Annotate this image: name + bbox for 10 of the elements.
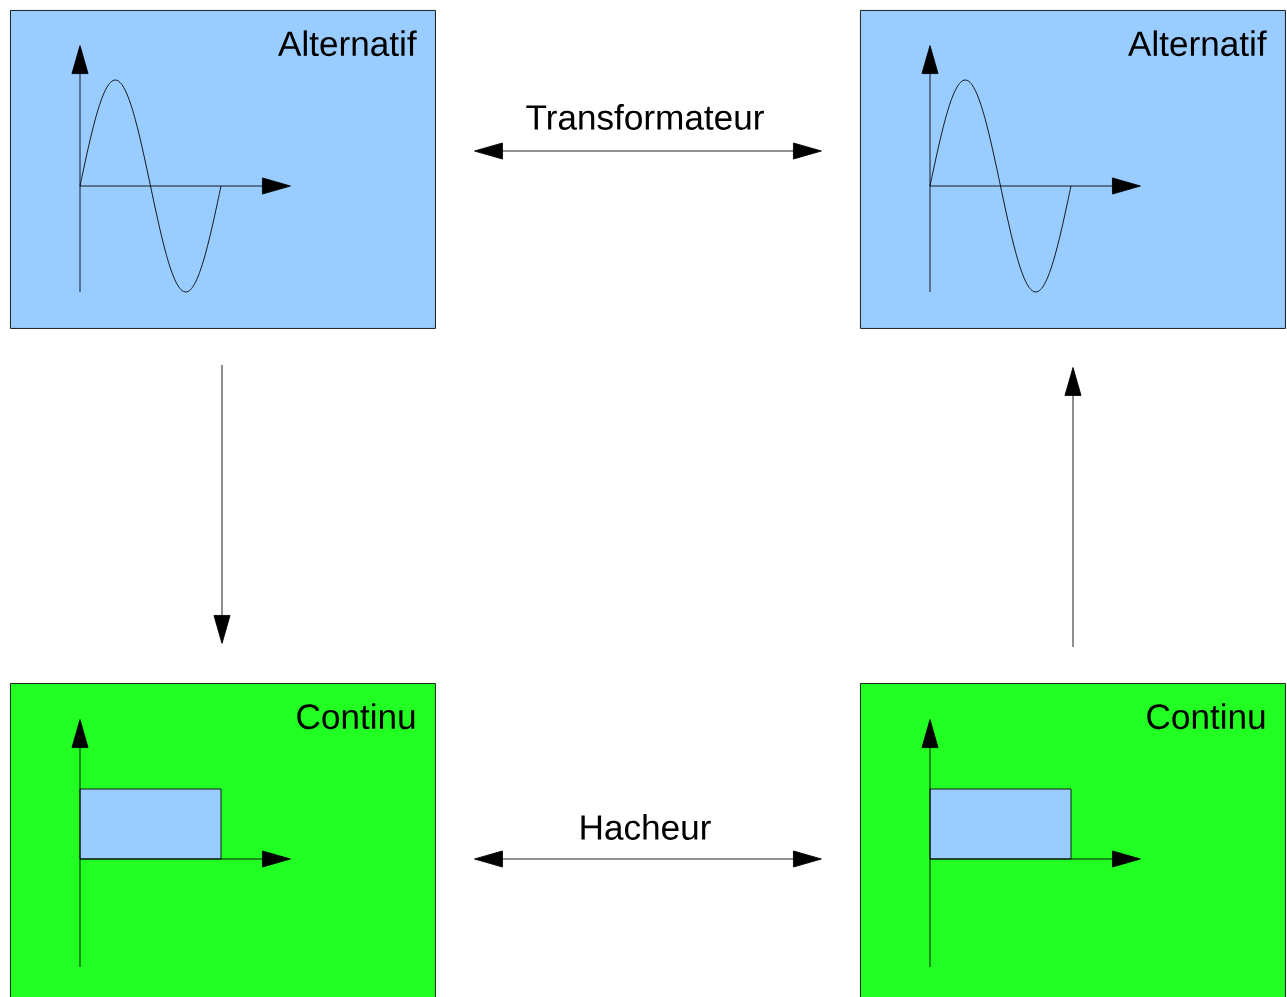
arrow: [474, 850, 822, 868]
edge-label: Hacheur: [576, 812, 714, 842]
signal-box: Continu: [860, 683, 1286, 997]
arrow: [474, 142, 822, 160]
signal-box: Alternatif: [860, 10, 1286, 329]
signal-box: Continu: [10, 683, 436, 997]
arrow: [1064, 367, 1082, 648]
edge-label: Transformateur: [523, 102, 767, 132]
signal-box: Alternatif: [10, 10, 436, 329]
arrow: [213, 364, 231, 644]
